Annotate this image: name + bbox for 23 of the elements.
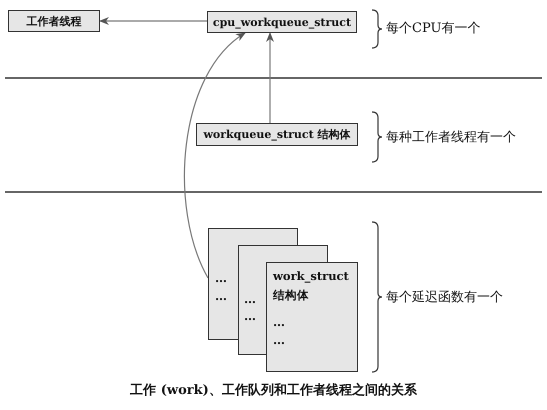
ellipsis-text: … [273, 315, 285, 329]
node-text: 工作者线程 [26, 14, 82, 28]
node-text: workqueue_struct 结构体 [203, 127, 351, 142]
note-text: 每个延迟函数有一个 [386, 289, 503, 306]
struct-box [8, 10, 100, 32]
struct-card [266, 262, 358, 372]
struct-card [208, 228, 240, 340]
caption: 工作 (work)、工作队列和工作者线程之间的关系 [130, 383, 417, 398]
struct-card [238, 245, 268, 355]
ellipsis-text: … [244, 292, 256, 306]
arrow [99, 17, 207, 25]
ellipsis-text: … [215, 271, 227, 285]
struct-box [196, 123, 358, 146]
node-text: cpu_workqueue_struct [212, 16, 352, 28]
arrow [184, 32, 246, 278]
ellipsis-text: … [244, 309, 256, 323]
ellipsis-text: … [273, 333, 285, 347]
note-text: 每种工作者线程有一个 [386, 129, 516, 146]
note-text: 每个CPU有一个 [386, 20, 480, 37]
node-text: work_struct 结构体 [273, 268, 350, 304]
struct-box [207, 11, 357, 33]
arrow [266, 32, 274, 123]
ellipsis-text: … [215, 289, 227, 303]
